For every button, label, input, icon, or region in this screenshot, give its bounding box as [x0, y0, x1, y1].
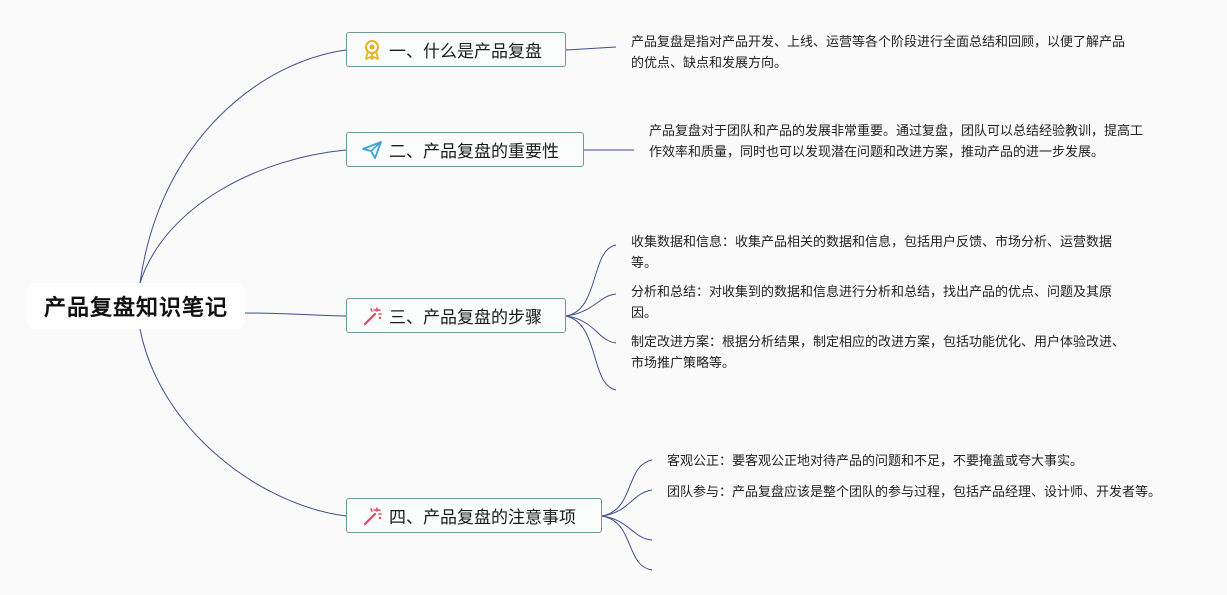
topic-label: 三、产品复盘的步骤 [389, 308, 542, 328]
topic-what-is-review[interactable]: 一、什么是产品复盘 [346, 32, 566, 67]
note-definition: 产品复盘是指对产品开发、上线、运营等各个阶段进行全面总结和回顾，以便了解产品的优… [631, 35, 1126, 71]
note-step-analyze: 分析和总结：对收集到的数据和信息进行分析和总结，找出产品的优点、问题及其原因。 [631, 285, 1113, 321]
root-topic[interactable]: 产品复盘知识笔记 [27, 283, 245, 329]
magic-wand-icon [361, 305, 383, 327]
topic-precautions[interactable]: 四、产品复盘的注意事项 [346, 498, 602, 533]
paper-plane-icon [361, 139, 383, 161]
topic-steps[interactable]: 三、产品复盘的步骤 [346, 298, 566, 333]
note-objective: 客观公正：要客观公正地对待产品的问题和不足，不要掩盖或夸大事实。 [667, 454, 1084, 469]
topic-label: 二、产品复盘的重要性 [389, 142, 559, 162]
magic-wand-icon [361, 505, 383, 527]
note-importance: 产品复盘对于团队和产品的发展非常重要。通过复盘，团队可以总结经验教训，提高工作效… [649, 124, 1144, 160]
topic-label: 四、产品复盘的注意事项 [389, 508, 576, 528]
note-team-participation: 团队参与：产品复盘应该是整个团队的参与过程，包括产品经理、设计师、开发者等。 [667, 485, 1162, 500]
topic-label: 一、什么是产品复盘 [389, 42, 542, 62]
root-title: 产品复盘知识笔记 [43, 296, 228, 321]
note-step-collect: 收集数据和信息：收集产品相关的数据和信息，包括用户反馈、市场分析、运营数据等。 [631, 235, 1113, 271]
award-ribbon-icon [361, 39, 383, 61]
topic-importance[interactable]: 二、产品复盘的重要性 [346, 132, 584, 167]
note-step-plan: 制定改进方案：根据分析结果，制定相应的改进方案，包括功能优化、用户体验改进、市场… [631, 335, 1126, 371]
